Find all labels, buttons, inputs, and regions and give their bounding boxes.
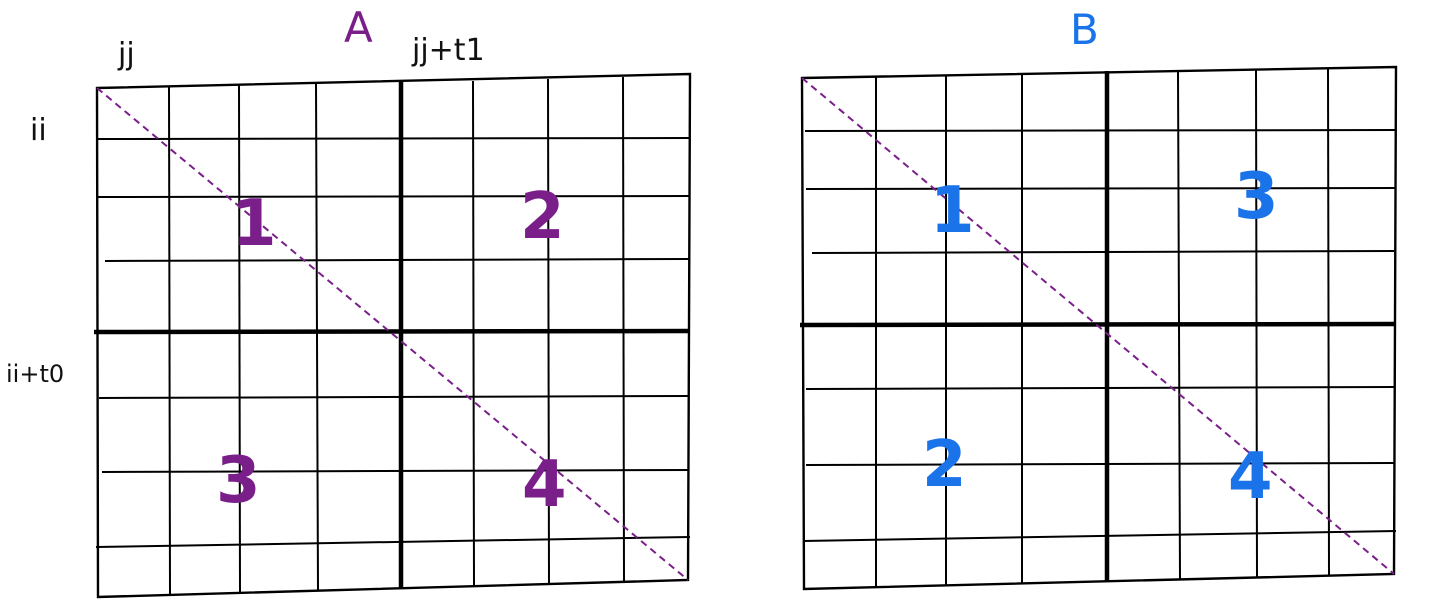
grid-line: [168, 85, 171, 596]
matrix-a: A jj jj+t1 ii ii+t0 1 2 3 4: [6, 3, 692, 599]
matrix-b: B 1 3 2 4: [799, 5, 1398, 591]
matrix-b-quadrant-top-left: 1: [930, 174, 975, 248]
grid-line: [811, 250, 1395, 254]
matrix-a-grid-horizontal: [95, 137, 691, 548]
matrix-a-quadrant-bottom-left: 3: [216, 444, 261, 518]
grid-line: [472, 80, 475, 588]
grid-line: [95, 536, 691, 548]
matrix-b-tile-boundaries: [799, 71, 1397, 581]
grid-line: [805, 462, 1395, 466]
grid-line: [315, 83, 319, 592]
matrix-b-grid-horizontal: [802, 129, 1397, 542]
matrix-a-quadrant-bottom-right: 4: [522, 448, 567, 522]
grid-line: [96, 195, 690, 198]
row-label-ii: ii: [30, 113, 47, 148]
tile-boundary-horizontal: [799, 321, 1397, 328]
matrix-a-tile-boundaries: [93, 80, 691, 589]
grid-line: [804, 129, 1397, 132]
row-label-ii-plus-t0: ii+t0: [6, 360, 64, 388]
grid-line: [96, 137, 691, 140]
matrix-a-title: A: [344, 3, 373, 52]
grid-line: [104, 258, 690, 262]
grid-line: [802, 530, 1397, 542]
matrix-b-diagonal: [801, 77, 1395, 575]
matrix-b-title: B: [1070, 5, 1099, 54]
grid-line: [101, 469, 690, 473]
matrix-a-quadrant-top-right: 2: [520, 180, 565, 254]
grid-line: [238, 84, 241, 594]
matrix-b-quadrant-bottom-left: 2: [922, 428, 967, 502]
grid-line: [805, 386, 1395, 390]
matrix-b-quadrant-bottom-right: 4: [1228, 440, 1273, 514]
col-label-jj-plus-t1: jj+t1: [411, 33, 485, 68]
matrix-a-diagonal: [96, 87, 689, 581]
matrix-a-quadrant-top-left: 1: [232, 187, 277, 261]
tile-boundary-horizontal: [93, 328, 691, 335]
grid-line: [805, 187, 1396, 190]
matrix-b-quadrant-top-right: 3: [1234, 160, 1279, 234]
grid-line: [98, 395, 689, 399]
col-label-jj: jj: [117, 37, 135, 72]
